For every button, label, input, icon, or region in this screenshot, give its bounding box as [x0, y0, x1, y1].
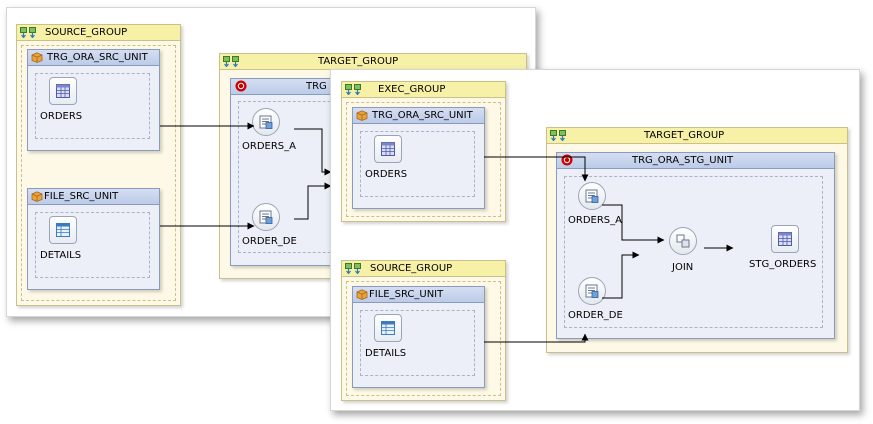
right-diagram-panel: EXEC_GROUP TRG_ORA_SRC_UNIT ORDERS SOURC…	[330, 69, 860, 411]
source-group-header[interactable]: SOURCE_GROUP	[342, 261, 505, 277]
details-node[interactable]	[49, 216, 77, 244]
stg-orders-node[interactable]	[771, 225, 799, 253]
target-group-title: TARGET_GROUP	[318, 56, 399, 67]
unit-title: TRG_ORA_SRC_UNIT	[47, 52, 148, 63]
unit-body	[360, 310, 475, 376]
orders-a-node[interactable]	[252, 108, 280, 136]
unit-body	[35, 73, 150, 139]
join-label: JOIN	[672, 262, 694, 273]
orders-label: ORDERS	[40, 111, 83, 122]
unit-title: FILE_SRC_UNIT	[369, 289, 444, 300]
unit-header[interactable]: TRG_ORA_STG_UNIT	[557, 153, 834, 169]
order-de-label: ORDER_DE	[568, 310, 623, 321]
exec-group-header[interactable]: EXEC_GROUP	[342, 82, 505, 98]
unit-body	[360, 131, 475, 197]
target-group[interactable]: TARGET_GROUP TRG_ORA_STG_UNIT ORDERS_A O…	[546, 127, 848, 353]
exec-group-body	[346, 102, 501, 217]
order-de-label: ORDER_DE	[242, 236, 297, 247]
join-node[interactable]	[669, 227, 697, 255]
connector-order-de-to-join	[294, 182, 332, 220]
orders-a-node[interactable]	[578, 182, 606, 210]
stg-orders-label: STG_ORDERS	[749, 259, 817, 270]
order-de-node[interactable]	[252, 203, 280, 231]
source-group-title: SOURCE_GROUP	[370, 263, 453, 274]
unit-header[interactable]: TRG_ORA_SRC_UNIT	[353, 108, 484, 124]
unit-title: TRG_ORA_SRC_UNIT	[372, 110, 473, 121]
unit-header[interactable]: FILE_SRC_UNIT	[28, 189, 159, 205]
order-de-node[interactable]	[578, 277, 606, 305]
unit-body	[564, 176, 823, 328]
target-group-title: TARGET_GROUP	[644, 130, 725, 141]
unit-header[interactable]: FILE_SRC_UNIT	[353, 287, 484, 303]
orders-a-label: ORDERS_A	[242, 141, 296, 152]
connector-orders-a-to-join	[294, 128, 332, 176]
details-label: DETAILS	[40, 250, 82, 261]
source-group-title: SOURCE_GROUP	[45, 27, 128, 38]
connector-details-to-order-de	[484, 333, 589, 343]
target-group-header[interactable]: TARGET_GROUP	[547, 128, 847, 144]
connector-order-de-to-join	[602, 251, 640, 299]
unit-trg-ora-stg[interactable]: TRG_ORA_STG_UNIT ORDERS_A ORDER_DE JOIN …	[556, 152, 835, 339]
connector-orders-a-to-join	[602, 204, 665, 244]
unit-header[interactable]: TRG_ORA_SRC_UNIT	[28, 50, 159, 66]
orders-label: ORDERS	[365, 169, 408, 180]
unit-trg-ora-src[interactable]: TRG_ORA_SRC_UNIT ORDERS	[27, 49, 160, 151]
exec-group-title: EXEC_GROUP	[378, 84, 446, 95]
source-group[interactable]: SOURCE_GROUP TRG_ORA_SRC_UNIT ORDERS FIL…	[16, 24, 181, 306]
unit-file-src[interactable]: FILE_SRC_UNIT DETAILS	[352, 286, 485, 388]
unit-title: TRG_ORA_STG_UNIT	[632, 155, 734, 166]
unit-body	[35, 212, 150, 278]
source-group-body	[21, 45, 176, 301]
details-node[interactable]	[374, 314, 402, 342]
source-group-header[interactable]: SOURCE_GROUP	[17, 25, 180, 41]
unit-file-src[interactable]: FILE_SRC_UNIT DETAILS	[27, 188, 160, 290]
exec-group[interactable]: EXEC_GROUP TRG_ORA_SRC_UNIT ORDERS	[341, 81, 506, 222]
left-connectors	[160, 122, 332, 230]
orders-node[interactable]	[49, 77, 77, 105]
unit-title: TRG	[306, 81, 327, 92]
details-label: DETAILS	[365, 348, 407, 359]
right-connectors	[484, 156, 734, 343]
source-group[interactable]: SOURCE_GROUP FILE_SRC_UNIT DETAILS	[341, 260, 506, 401]
connector-orders-to-orders-a	[484, 156, 589, 182]
orders-a-label: ORDERS_A	[568, 215, 622, 226]
unit-title: FILE_SRC_UNIT	[44, 191, 119, 202]
unit-trg-ora-src[interactable]: TRG_ORA_SRC_UNIT ORDERS	[352, 107, 485, 209]
orders-node[interactable]	[374, 135, 402, 163]
source-group-body	[346, 281, 501, 396]
